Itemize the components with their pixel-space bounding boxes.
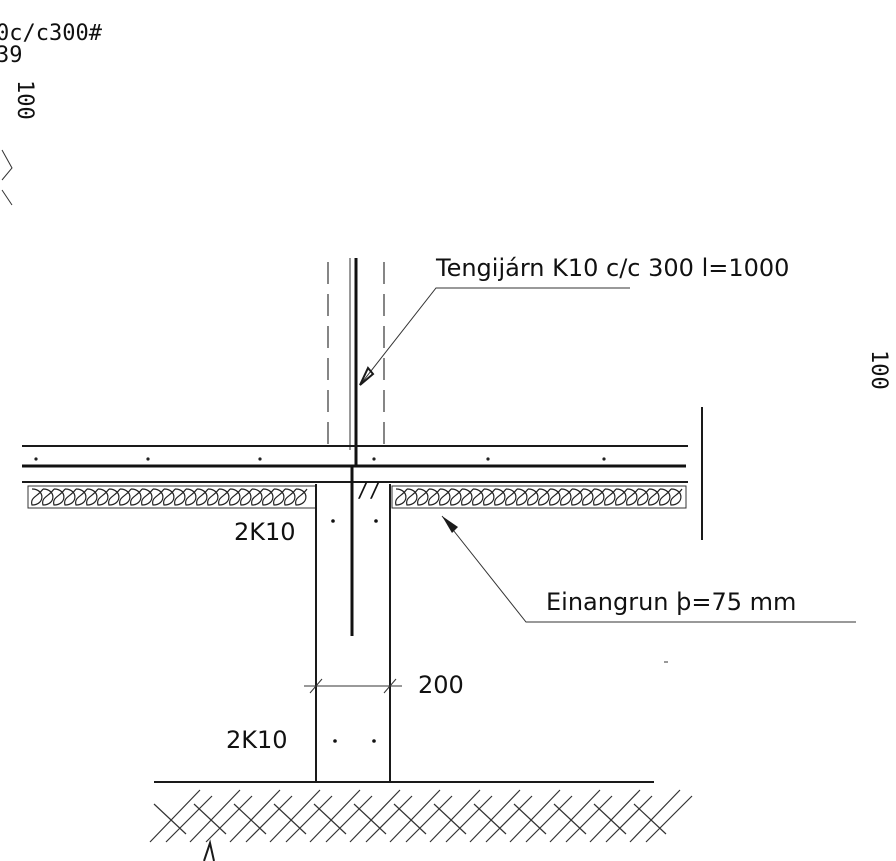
wall-rebar-lower-dots xyxy=(333,739,376,743)
dimension-tick-left xyxy=(309,678,323,694)
insulation-leader xyxy=(441,515,856,623)
cropped-arrow-bottom xyxy=(203,839,215,861)
insulation-leader-arrow xyxy=(442,516,458,533)
ground-hatch xyxy=(149,789,693,843)
insulation-label: Einangrun þ=75 mm xyxy=(546,588,796,616)
wall-rebar-upper-dots xyxy=(331,519,378,523)
cropped-label-second: 39 xyxy=(0,43,23,68)
cropped-vertical-label-left: 100 xyxy=(12,80,37,120)
cropped-label-top: 0c/c300# xyxy=(0,21,103,46)
rebar-lower-label: 2K10 xyxy=(226,726,288,754)
dimension-tick-right xyxy=(383,678,397,694)
insulation-right-pattern xyxy=(395,488,683,506)
tie-bar-label: Tengijárn K10 c/c 300 l=1000 xyxy=(435,254,789,282)
dowel-mark: // xyxy=(357,478,381,502)
insulation-right-band xyxy=(391,485,687,509)
insulation-left-pattern xyxy=(31,488,308,506)
wall-width-label: 200 xyxy=(418,671,464,699)
tie-bar-leader-arrow xyxy=(359,366,375,386)
rebar-upper-label: 2K10 xyxy=(234,518,296,546)
cropped-marks-left xyxy=(1,149,13,206)
slab-rebar-dots xyxy=(34,457,606,461)
tie-bar-leader xyxy=(359,287,630,386)
cropped-vertical-label-right: 100 xyxy=(866,350,891,390)
